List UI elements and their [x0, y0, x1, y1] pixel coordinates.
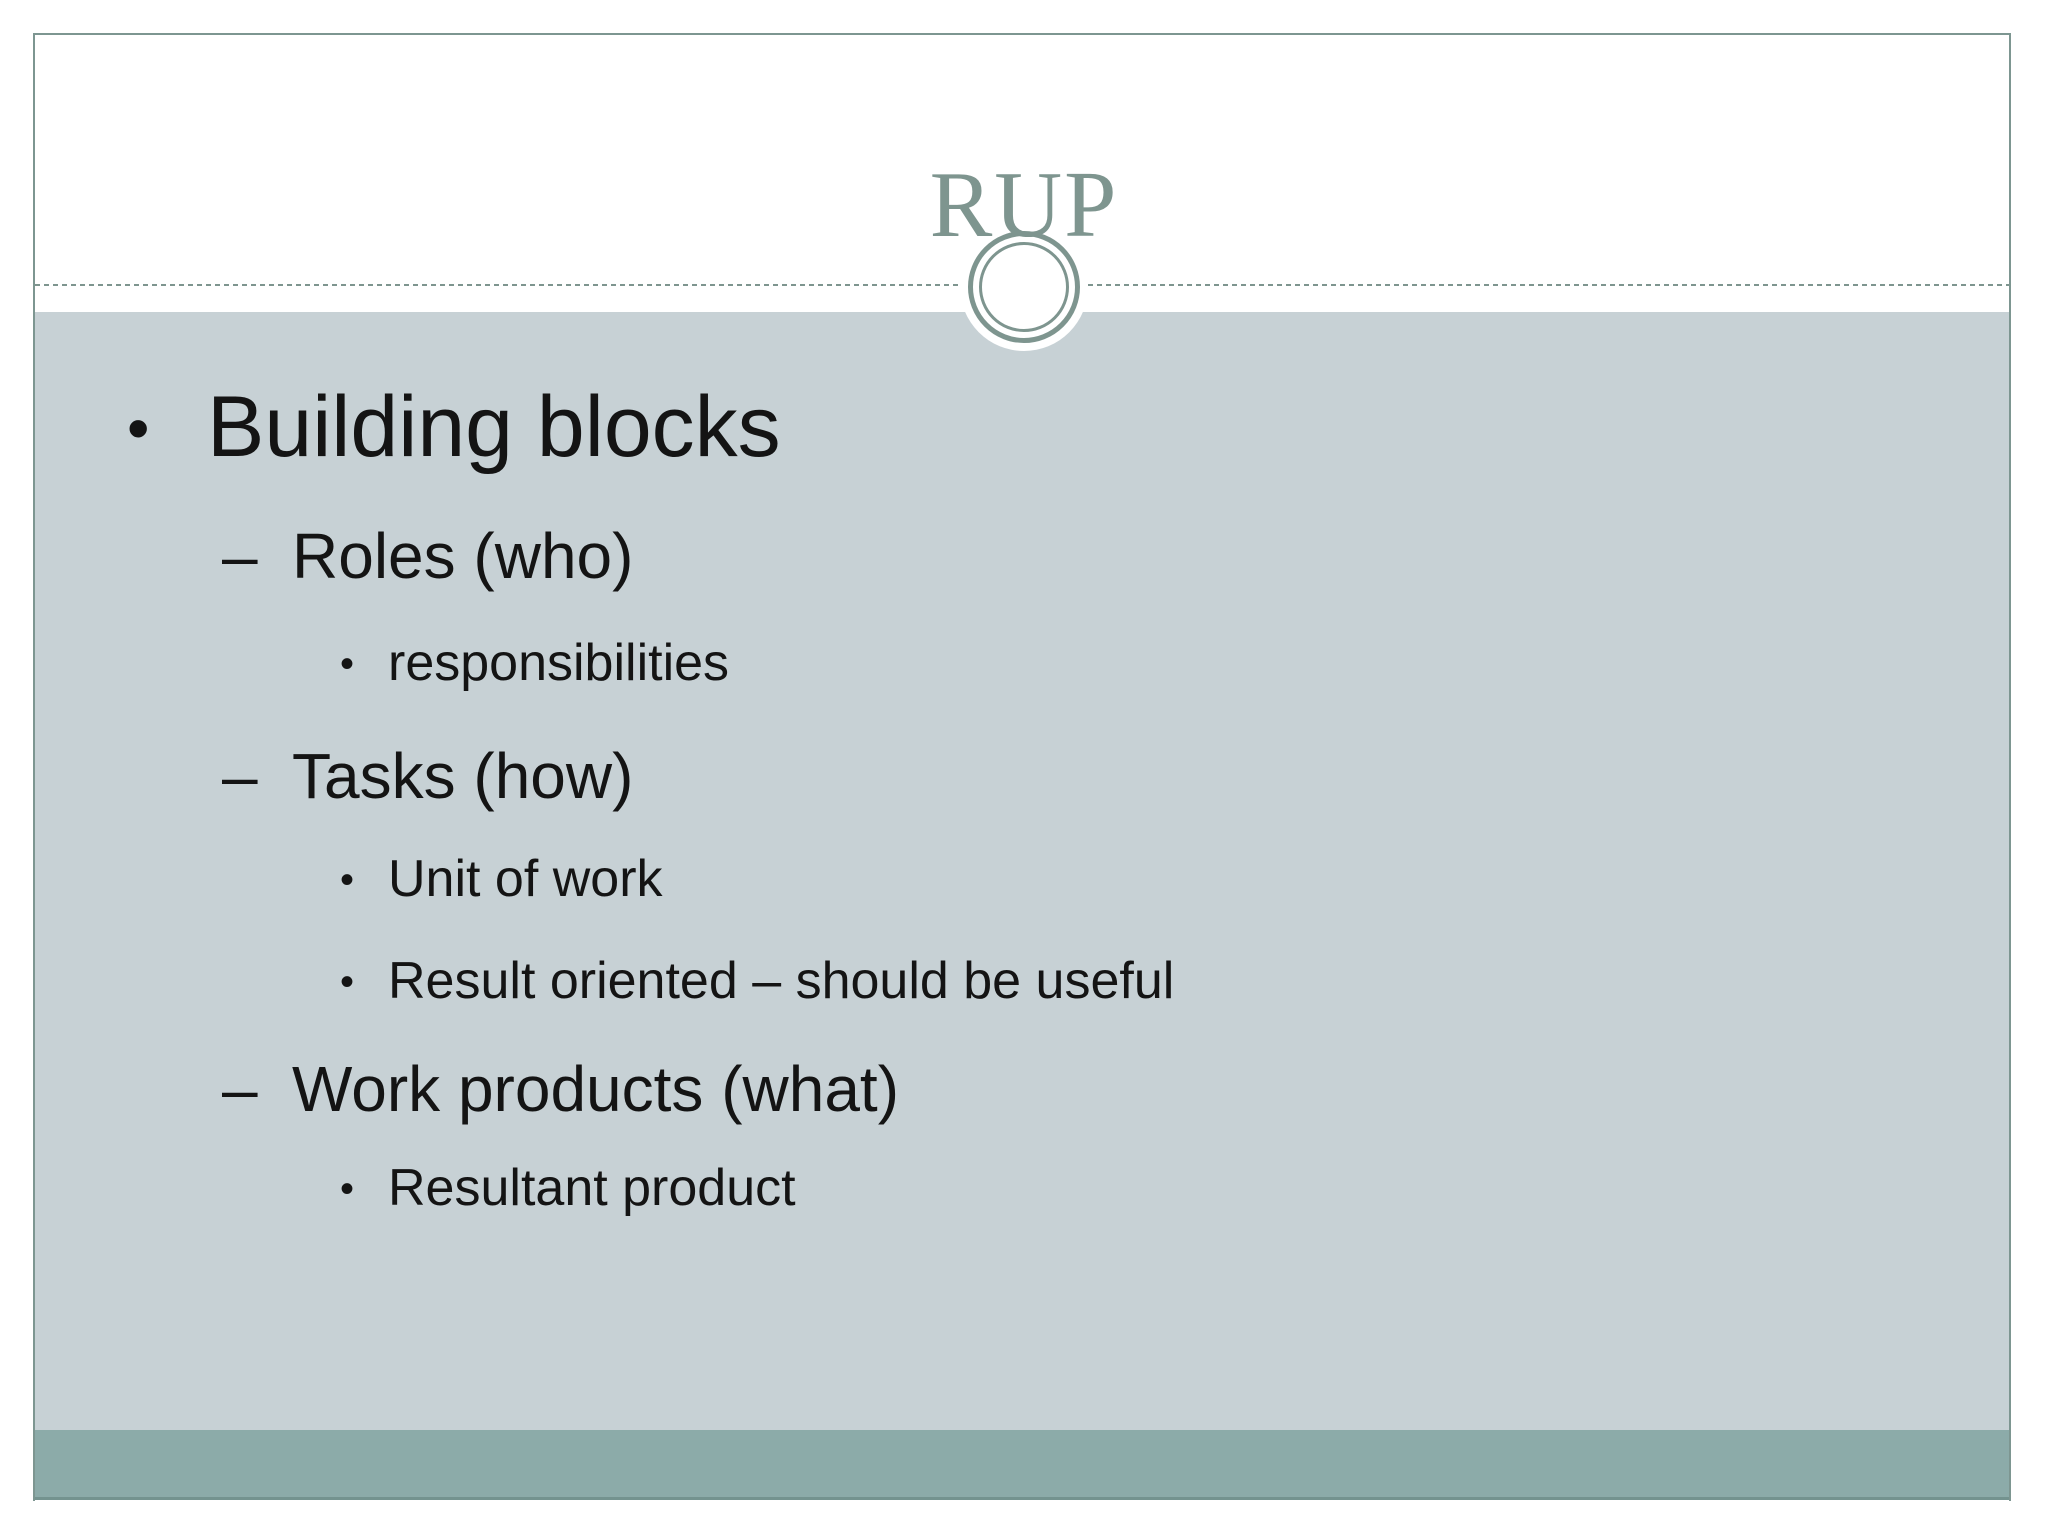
bullet-text: responsibilities [388, 634, 730, 692]
bullet-text: Resultant product [388, 1159, 796, 1217]
slide-border-top [33, 33, 2011, 35]
slide-border-left [33, 33, 35, 1501]
bullet-text: Work products (what) [292, 1053, 899, 1125]
slide-title: RUP [929, 153, 1119, 257]
list-item: –Roles (who) [222, 524, 633, 588]
bullet-text: Building blocks [207, 379, 781, 475]
list-item: –Work products (what) [222, 1057, 899, 1121]
bullet-marker-icon: – [222, 1053, 258, 1125]
circle-ornament-outer-ring [968, 231, 1080, 343]
list-item: • Resultant product [340, 1162, 796, 1214]
circle-ornament-inner-ring [979, 242, 1069, 332]
bullet-marker-icon: – [222, 740, 258, 812]
list-item: –Tasks (how) [222, 744, 633, 808]
list-item: •Building blocks [127, 384, 781, 470]
list-item: • Result oriented – should be useful [340, 955, 1174, 1007]
content-panel [35, 312, 2009, 1430]
circle-ornament [960, 223, 1088, 351]
bullet-marker-icon: • [340, 1167, 355, 1211]
slide-border-right [2009, 33, 2011, 1501]
bullet-marker-icon: • [127, 392, 150, 464]
bullet-marker-icon: • [340, 858, 355, 902]
bullet-text: Tasks (how) [292, 740, 634, 812]
list-item: • responsibilities [340, 637, 729, 689]
bullet-marker-icon: – [222, 520, 258, 592]
bullet-text: Roles (who) [292, 520, 634, 592]
list-item: • Unit of work [340, 853, 663, 905]
footer-bar [35, 1430, 2009, 1500]
bullet-text: Unit of work [388, 850, 663, 908]
bullet-marker-icon: • [340, 642, 355, 686]
bullet-text: Result oriented – should be useful [388, 952, 1175, 1010]
bullet-marker-icon: • [340, 960, 355, 1004]
